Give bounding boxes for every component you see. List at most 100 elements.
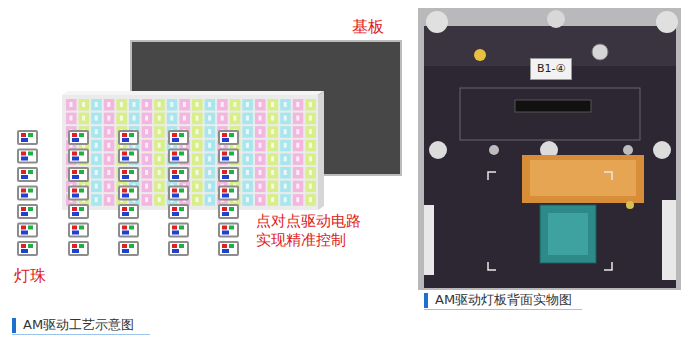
cell-mark: [133, 116, 136, 121]
driver-cell: [142, 167, 153, 179]
figure-caption: AM驱动工艺示意图: [23, 317, 134, 333]
red-chip: [21, 133, 26, 137]
bead-face: [70, 188, 87, 199]
blue-chip: [122, 138, 129, 142]
cell-mark: [296, 116, 299, 121]
red-chip: [172, 207, 177, 211]
green-chip: [129, 207, 134, 211]
driver-cell: [192, 181, 203, 193]
part-label: 灯珠: [14, 266, 46, 286]
driver-cell: [242, 113, 253, 125]
blue-chip: [122, 249, 129, 253]
cell-mark: [196, 170, 199, 175]
corner-marks: [488, 172, 612, 270]
red-chip: [222, 226, 227, 230]
bead-face: [220, 225, 237, 236]
driver-cell: [142, 194, 153, 206]
cell-mark: [296, 197, 299, 202]
driver-cell: [154, 181, 165, 193]
green-chip: [129, 226, 134, 230]
cell-mark: [271, 156, 274, 161]
green-chip: [28, 207, 33, 211]
pcb-back: [424, 26, 676, 288]
green-chip: [129, 133, 134, 137]
driver-cell: [154, 99, 165, 111]
cell-mark: [70, 116, 73, 121]
bead-face: [170, 243, 187, 254]
cell-mark: [271, 197, 274, 202]
cell-mark: [158, 170, 161, 175]
green-chip: [229, 170, 234, 174]
chip: [540, 205, 596, 263]
driver-cell: [280, 140, 291, 152]
cell-mark: [208, 184, 211, 189]
led-bead: [17, 186, 38, 201]
driver-cell: [104, 194, 115, 206]
driver-cell: [116, 99, 127, 111]
blue-chip: [21, 212, 28, 216]
bead-face: [220, 188, 237, 199]
driver-cell: [167, 113, 178, 125]
cell-mark: [296, 102, 299, 107]
blue-chip: [222, 175, 229, 179]
cell-mark: [208, 197, 211, 202]
cell-mark: [284, 116, 287, 121]
red-chip: [21, 189, 26, 193]
cell-mark: [271, 102, 274, 107]
red-chip: [172, 226, 177, 230]
blue-chip: [172, 212, 179, 216]
blue-chip: [72, 249, 79, 253]
blue-chip: [172, 249, 179, 253]
driver-cell: [154, 153, 165, 165]
cell-mark: [145, 197, 148, 202]
bead-face: [70, 225, 87, 236]
cell-mark: [309, 197, 312, 202]
driver-cell: [217, 99, 228, 111]
driver-cell: [205, 126, 216, 138]
red-chip: [72, 244, 77, 248]
red-chip: [122, 189, 127, 193]
bead-face: [120, 132, 137, 143]
driver-cell: [255, 194, 266, 206]
bead-face: [120, 169, 137, 180]
green-chip: [229, 189, 234, 193]
cell-mark: [309, 102, 312, 107]
driver-cell: [305, 99, 316, 111]
panel-side-edge: [318, 91, 324, 210]
red-chip: [172, 244, 177, 248]
cell-mark: [95, 129, 98, 134]
driver-cell: [142, 153, 153, 165]
driver-cell: [205, 113, 216, 125]
yellow-pad: [626, 201, 634, 209]
driver-cell: [104, 153, 115, 165]
red-chip: [222, 152, 227, 156]
driver-cell: [268, 181, 279, 193]
driver-cell: [154, 126, 165, 138]
driver-cell: [280, 113, 291, 125]
green-chip: [179, 207, 184, 211]
cell-mark: [196, 116, 199, 121]
driver-cell: [192, 113, 203, 125]
cell-mark: [107, 156, 110, 161]
blue-chip: [222, 212, 229, 216]
red-chip: [21, 170, 26, 174]
red-chip: [222, 244, 227, 248]
bead-face: [19, 225, 36, 236]
driver-cell: [242, 99, 253, 111]
cell-mark: [296, 129, 299, 134]
led-beads: [17, 130, 239, 256]
cell-mark: [145, 156, 148, 161]
driver-cell: [91, 99, 102, 111]
green-chip: [79, 207, 84, 211]
cell-mark: [120, 102, 123, 107]
driver-cell: [192, 167, 203, 179]
blue-chip: [72, 157, 79, 161]
led-bead: [218, 241, 239, 256]
driver-cell: [255, 99, 266, 111]
red-chip: [122, 152, 127, 156]
bead-face: [19, 132, 36, 143]
driver-cell: [293, 153, 304, 165]
driver-cell: [142, 99, 153, 111]
cell-mark: [158, 129, 161, 134]
bead-face: [19, 243, 36, 254]
